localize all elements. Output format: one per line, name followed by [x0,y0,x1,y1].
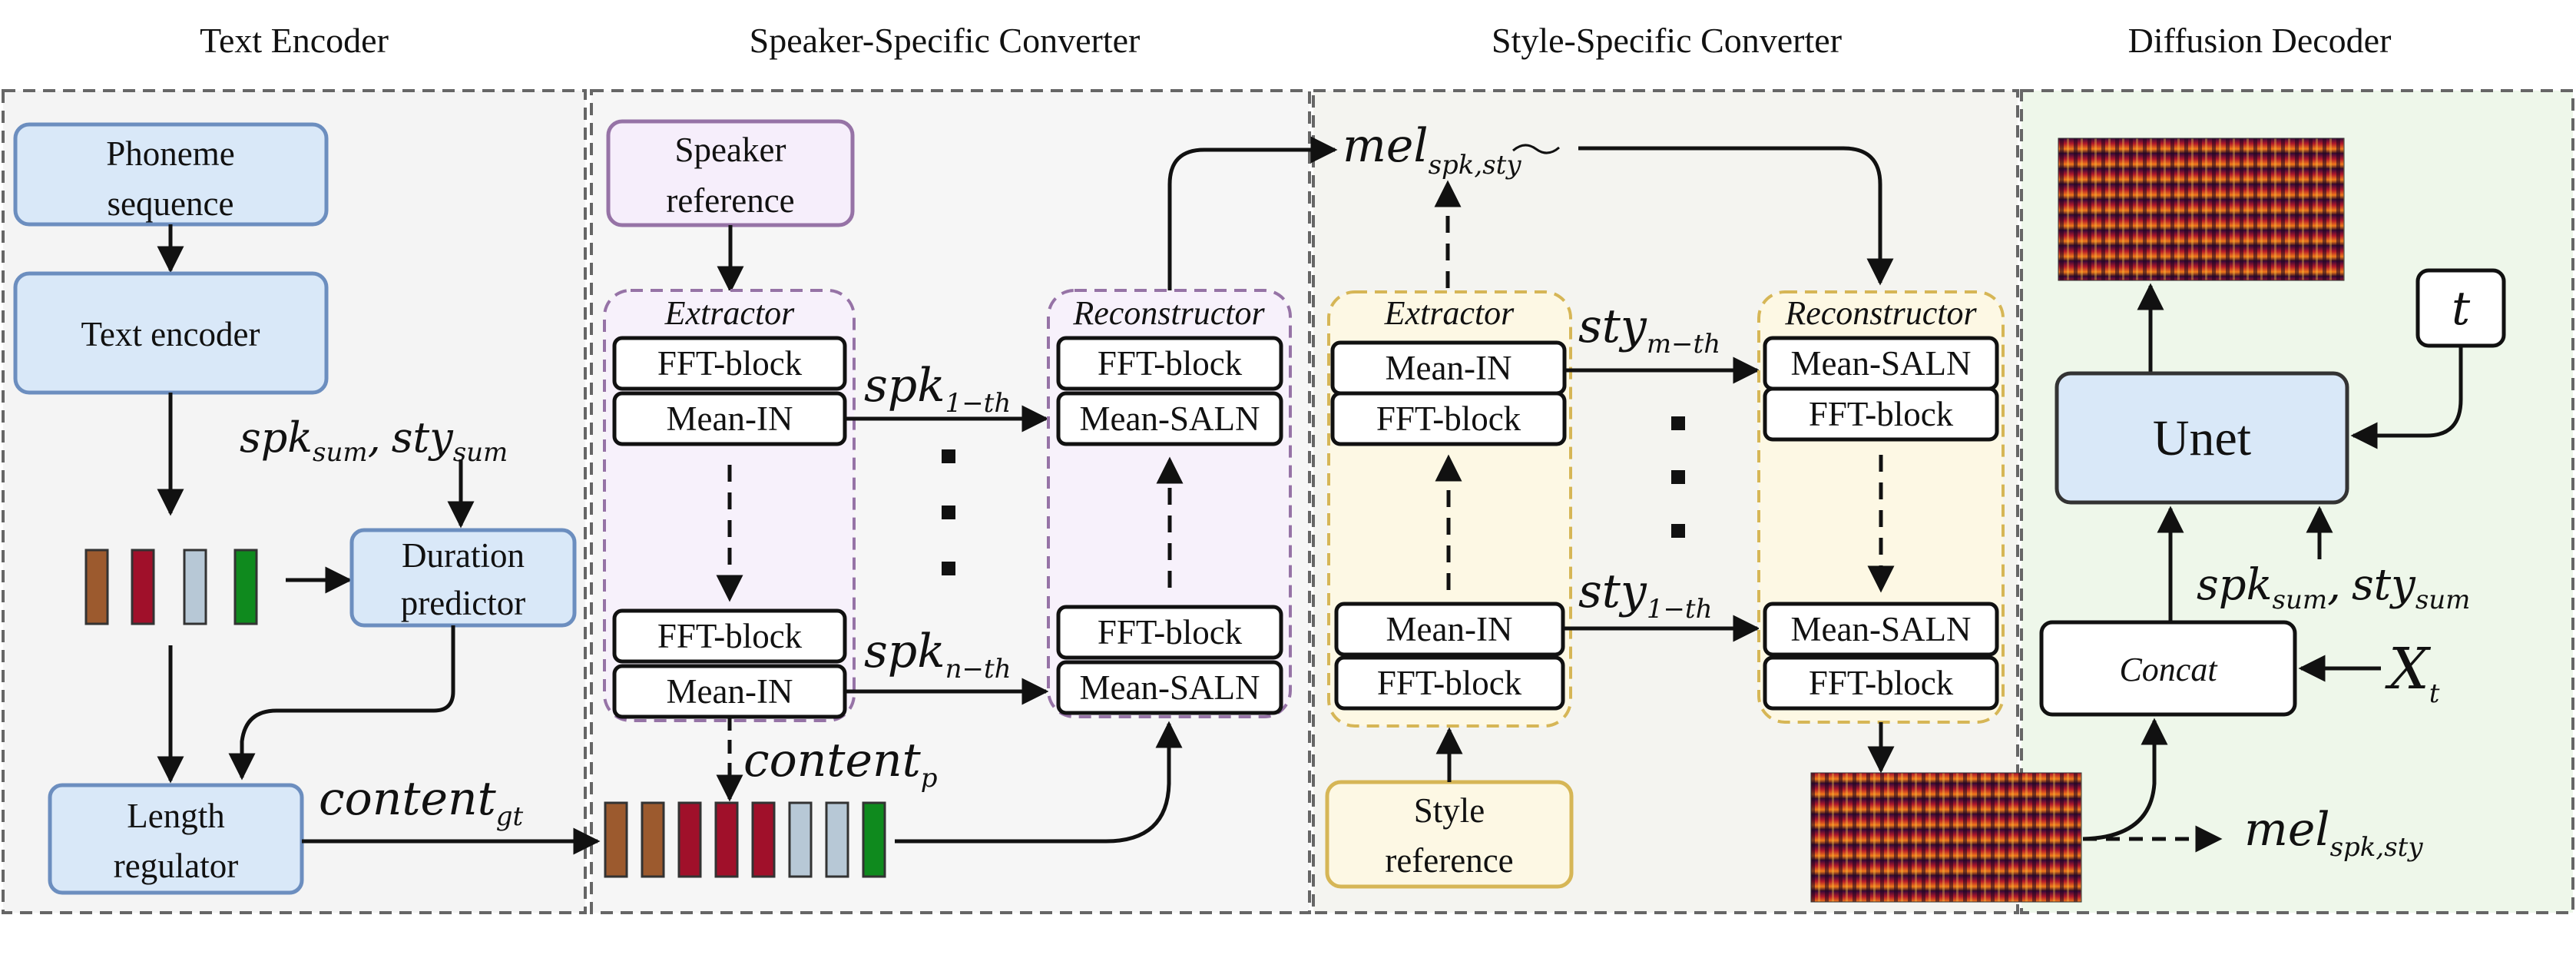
svg-text:Mean-IN: Mean-IN [667,672,793,711]
svg-text:FFT-block: FFT-block [1809,664,1954,702]
sty-extractor-mean-in-top: Mean-IN [1330,340,1567,396]
section-title-diffusion-decoder: Diffusion Decoder [2128,21,2392,60]
phoneme-token-blocks [84,549,258,625]
svg-text:FFT-block: FFT-block [1377,664,1522,702]
svg-text:predictor: predictor [401,584,525,622]
svg-text:FFT-block: FFT-block [657,617,803,655]
svg-text:FFT-block: FFT-block [1098,613,1243,651]
svg-text:Mean-IN: Mean-IN [667,399,793,438]
output-mel-spectrogram [1810,772,2082,903]
mel-spk-sty-tilde-label: melspk,sty [1343,119,1521,181]
svg-text:Mean-SALN: Mean-SALN [1791,344,1972,383]
content-token-8 [862,801,886,878]
svg-text:reference: reference [666,181,794,220]
content-token-2 [641,801,665,878]
spk-nth-label: spkn−th [864,625,1012,685]
text-encoder-box: Text encoder [13,271,329,395]
svg-text:Speaker: Speaker [675,131,786,169]
spk-1th-label: spk1−th [864,359,1011,419]
svg-text:Mean-SALN: Mean-SALN [1080,668,1260,707]
length-regulator-box: Length regulator [48,783,304,895]
sty-mth-label: stym−th [1578,300,1720,360]
svg-text:Duration: Duration [402,536,525,575]
concat-box: Concat [2039,620,2297,717]
section-title-speaker-converter: Speaker-Specific Converter [750,21,1141,60]
svg-text:Style: Style [1414,791,1485,830]
content-sequence-blocks [604,801,886,878]
svg-text:Length: Length [127,797,224,835]
condition-label-decoder: spksum,stysum [2197,560,2470,615]
svg-text:Extractor: Extractor [664,294,796,332]
svg-text:Reconstructor: Reconstructor [1784,294,1977,332]
decoder-mel-spectrogram [2058,138,2345,281]
svg-text:t: t [2452,282,2471,336]
duration-predictor-box: Duration predictor [349,528,577,628]
spk-reconstructor-mean-saln-top: Mean-SALN [1056,391,1283,446]
svg-text:Reconstructor: Reconstructor [1072,294,1265,332]
sty-reconstructor-fft-block-top: FFT-block [1763,386,1999,442]
spk-extractor-fft-block-top: FFT-block [612,336,847,391]
spk-reconstructor-fft-block-top: FFT-block [1056,336,1283,391]
svg-text:Phoneme: Phoneme [106,134,234,173]
svg-text:FFT-block: FFT-block [657,344,803,383]
spk-extractor-mean-in-top: Mean-IN [612,391,847,446]
svg-text:Mean-SALN: Mean-SALN [1080,399,1260,438]
svg-text:regulator: regulator [114,847,238,885]
sty-extractor-fft-block-top: FFT-block [1330,391,1567,446]
svg-text:reference: reference [1385,841,1513,880]
spk-extractor-fft-block-bottom: FFT-block [612,608,847,664]
spk-extractor-mean-in-bottom: Mean-IN [612,664,847,719]
phoneme-token-3 [183,549,207,625]
svg-text:Extractor: Extractor [1384,294,1515,332]
svg-text:FFT-block: FFT-block [1809,395,1954,433]
content-token-1 [604,801,628,878]
tilde-mark [1512,144,1560,154]
sty-extractor-mean-in-bottom: Mean-IN [1334,602,1565,657]
xt-label: Xt [2385,636,2440,709]
svg-text:Unet: Unet [2153,410,2251,466]
speaker-reference-box: Speaker reference [606,119,855,227]
section-title-style-converter: Style-Specific Converter [1492,21,1842,60]
vertical-ellipsis-style [1671,416,1685,538]
condition-label-encoder: spksum,stysum [240,413,508,468]
sty-reconstructor-mean-saln-top: Mean-SALN [1763,336,1999,391]
phoneme-token-2 [131,549,155,625]
svg-text:FFT-block: FFT-block [1098,344,1243,383]
content-token-4 [714,801,739,878]
phoneme-sequence-box: Phoneme sequence [13,122,329,227]
content-token-3 [677,801,702,878]
sty-reconstructor-mean-saln-bottom: Mean-SALN [1763,602,1999,657]
content-token-6 [788,801,813,878]
svg-text:sequence: sequence [108,184,234,223]
svg-text:Mean-SALN: Mean-SALN [1791,610,1972,648]
svg-text:Text encoder: Text encoder [81,315,260,353]
sty-reconstructor-fft-block-bottom: FFT-block [1763,655,1999,711]
vertical-ellipsis-speaker [942,449,955,575]
text-encoder-panel [2,89,587,914]
phoneme-token-1 [84,549,109,625]
content-gt-label: contentgt [319,772,524,832]
spk-reconstructor-fft-block-bottom: FFT-block [1056,605,1283,660]
svg-text:Mean-IN: Mean-IN [1386,349,1512,387]
svg-text:FFT-block: FFT-block [1376,399,1521,438]
content-token-7 [825,801,849,878]
sty-1th-label: sty1−th [1578,565,1713,625]
sty-extractor-fft-block-bottom: FFT-block [1334,655,1565,711]
unet-box: Unet [2055,371,2349,505]
content-p-label: contentp [743,734,938,794]
mel-spk-sty-output-label: melspk,sty [2244,803,2423,863]
svg-text:Mean-IN: Mean-IN [1386,610,1513,648]
timestep-box: t [2415,268,2506,348]
spk-reconstructor-mean-saln-bottom: Mean-SALN [1056,660,1283,715]
content-token-5 [751,801,776,878]
phoneme-token-4 [233,549,258,625]
style-reference-box: Style reference [1325,780,1574,889]
section-title-text-encoder: Text Encoder [200,21,389,60]
svg-text:Concat: Concat [2119,651,2218,688]
